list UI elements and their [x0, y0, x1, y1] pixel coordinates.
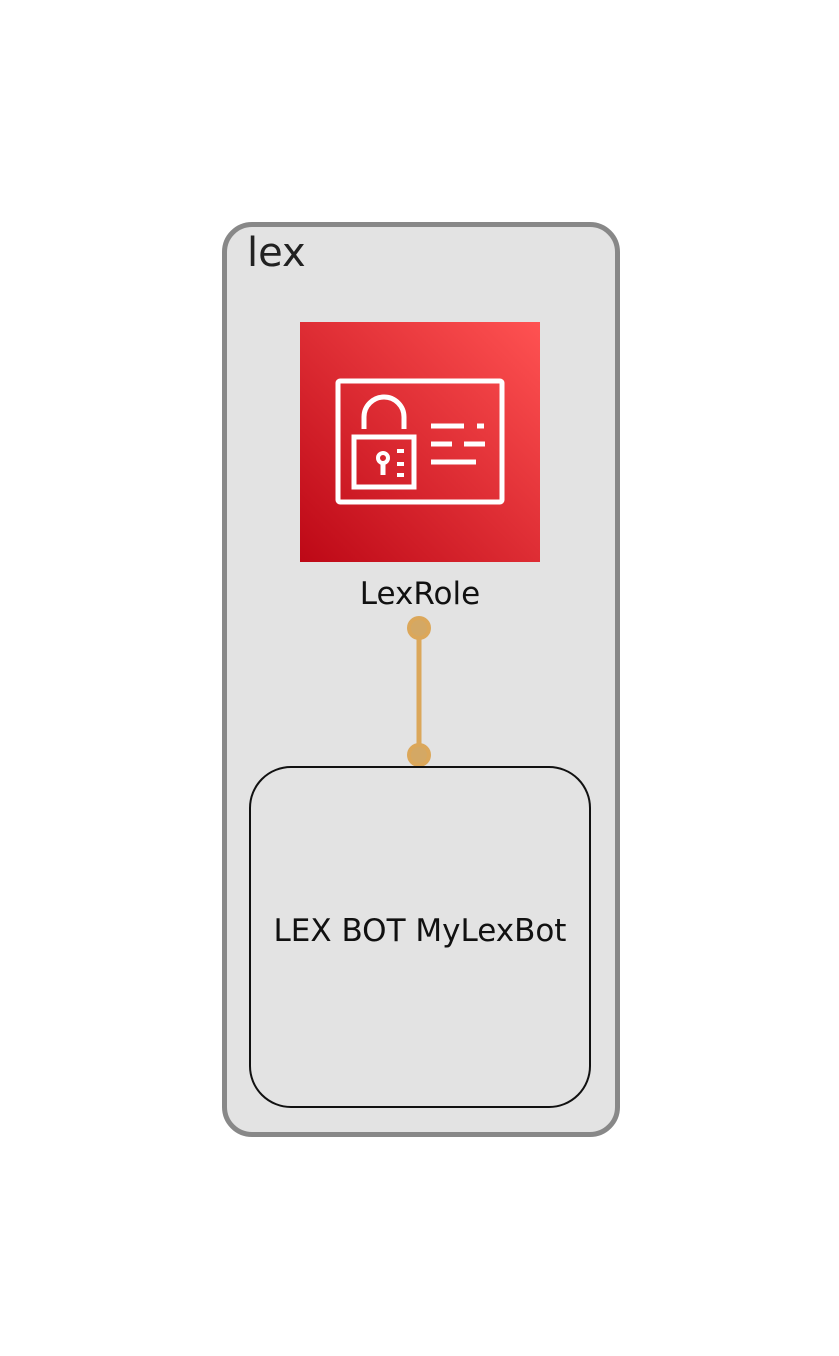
group-title: lex: [247, 230, 306, 276]
iam-role-icon: [300, 322, 540, 562]
bot-node-label: LEX BOT MyLexBot: [273, 913, 567, 949]
lex-bot-node: LEX BOT MyLexBot: [249, 766, 591, 1108]
role-node-label: LexRole: [359, 576, 481, 612]
